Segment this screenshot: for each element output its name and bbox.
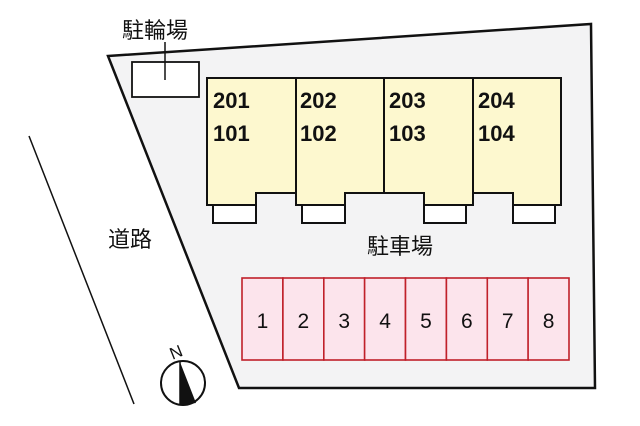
parking-space-2: [282, 277, 325, 361]
entry-box-204: [512, 203, 556, 224]
unit-label-lower: 104: [478, 121, 515, 146]
parking-space-number: 6: [461, 310, 473, 333]
parking-space-4: [363, 277, 407, 361]
parking-space-number: 1: [257, 310, 269, 333]
parking-space-number: 5: [420, 310, 432, 333]
unit-label-upper: 201: [213, 88, 250, 113]
unit-label-lower: 101: [213, 121, 250, 146]
parking-space-number: 7: [502, 310, 514, 333]
parking-space-8: [527, 277, 570, 361]
parking-space-number: 8: [543, 310, 555, 333]
parking-space-5: [404, 277, 448, 361]
parking-space-7: [486, 277, 529, 361]
parking-spaces: [241, 277, 570, 361]
entry-box-203: [423, 203, 467, 224]
bicycle-parking-label: 駐輪場: [122, 19, 188, 44]
unit-label-lower: 102: [300, 121, 337, 146]
entry-box-201: [212, 203, 257, 224]
unit-label-upper: 204: [478, 88, 515, 113]
parking-space-numbers: 1 2 3 4 5 6 7 8: [257, 310, 555, 333]
compass-icon: N: [160, 341, 206, 406]
bicycle-parking: 駐輪場: [122, 19, 200, 98]
parking-space-3: [322, 277, 366, 361]
parking-space-number: 2: [298, 310, 310, 333]
unit-labels: 201 101 202 102 203 103 204 104: [213, 88, 515, 146]
unit-label-upper: 202: [300, 88, 337, 113]
parking-space-6: [445, 277, 489, 361]
parking-space-number: 3: [338, 310, 350, 333]
road-label: 道路: [108, 228, 152, 253]
parking-space-number: 4: [379, 310, 391, 333]
entry-box-202: [301, 203, 346, 224]
parking-lot-label: 駐車場: [367, 235, 433, 260]
unit-204-104: [472, 77, 562, 206]
building: [206, 77, 562, 206]
road-edge-line: [28, 135, 135, 405]
unit-label-lower: 103: [389, 121, 426, 146]
unit-label-upper: 203: [389, 88, 426, 113]
